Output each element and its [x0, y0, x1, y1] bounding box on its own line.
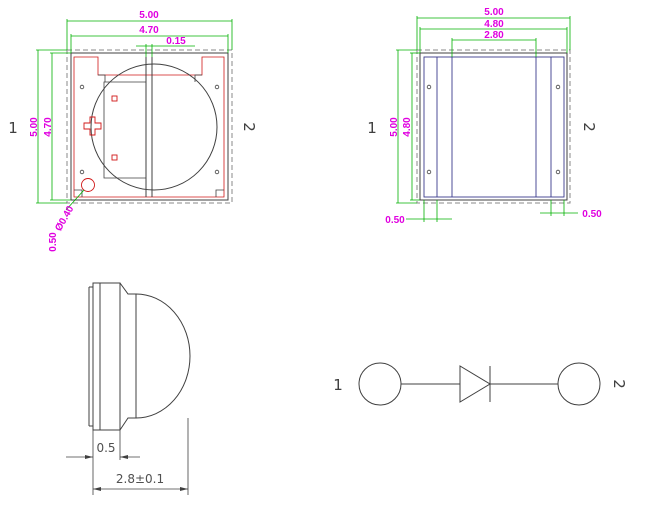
top-view-hole-dim-label: Ø0.40 — [53, 204, 76, 233]
top-view-height-outer-label: 5.00 — [29, 117, 40, 137]
top-view-height-inner-label: 4.70 — [43, 117, 54, 137]
bottom-view: 5.00 4.80 2.80 5.00 4.80 0.50 0.50 1 2 — [367, 7, 602, 226]
bottom-view-pin-2: 2 — [580, 122, 598, 132]
top-view-diameter-circle — [81, 178, 95, 192]
top-view-notches — [74, 74, 224, 197]
top-view-left-pad — [103, 81, 147, 179]
side-view-dimension-lines — [66, 418, 189, 495]
bottom-view-pad-left-label: 0.50 — [385, 215, 405, 226]
top-view-lens-circle — [90, 63, 218, 191]
schematic-terminal-2 — [557, 362, 601, 406]
bottom-view-dimension-lines — [396, 16, 578, 222]
top-view-polarity-mark — [83, 116, 102, 136]
top-view-square-2 — [111, 154, 118, 161]
schematic-pin-2: 2 — [610, 379, 628, 389]
bottom-view-hole-1 — [426, 84, 432, 90]
top-view-width-outer-label: 5.00 — [139, 10, 159, 21]
top-view-body — [70, 52, 229, 201]
side-view — [88, 282, 191, 431]
top-view-diameter-leader — [65, 189, 85, 211]
side-view-arrow-2 — [120, 455, 128, 459]
side-view-arrow-4 — [180, 487, 188, 491]
bottom-view-pad-right-label: 0.50 — [582, 209, 602, 220]
bottom-view-height-outer-label: 5.00 — [389, 117, 400, 137]
side-view-total-height-label: 2.8±0.1 — [116, 472, 164, 486]
side-view-arrow-3 — [93, 487, 101, 491]
top-view-pin-1: 1 — [8, 119, 18, 137]
side-view-arrow-1 — [85, 455, 93, 459]
top-view-hole-4 — [214, 169, 220, 175]
diode-triangle — [459, 365, 491, 403]
top-view-hole-3 — [214, 84, 220, 90]
bottom-view-width-mid-label: 4.80 — [484, 19, 504, 30]
top-view-corner-dim-label: 0.50 — [48, 232, 59, 252]
bottom-view-width-inner-label: 2.80 — [484, 30, 504, 41]
bottom-view-pin-1: 1 — [367, 119, 377, 137]
top-view-dashed-outline — [66, 49, 233, 204]
side-view-base-thickness-label: 0.5 — [96, 441, 115, 455]
schematic-terminal-1 — [358, 362, 402, 406]
top-view-square-1 — [111, 95, 118, 102]
top-view-width-inner-label: 4.70 — [139, 25, 159, 36]
bottom-view-hole-4 — [555, 169, 561, 175]
diode-schematic — [358, 362, 601, 406]
bottom-view-hole-3 — [555, 84, 561, 90]
side-view-base — [92, 282, 121, 431]
top-view: 5.00 4.70 0.15 5.00 4.70 0.50 Ø0.40 1 2 — [8, 10, 258, 252]
bottom-view-dashed-outline — [416, 49, 571, 204]
bottom-view-width-outer-label: 5.00 — [484, 7, 504, 18]
top-view-dimension-lines — [36, 19, 233, 204]
top-view-gap-label: 0.15 — [166, 36, 186, 47]
side-view-lens — [119, 282, 191, 431]
top-view-hole-1 — [79, 84, 85, 90]
schematic-pin-1: 1 — [333, 376, 343, 394]
bottom-view-hole-2 — [426, 169, 432, 175]
top-view-hole-2 — [79, 169, 85, 175]
bottom-view-inner — [423, 56, 565, 198]
top-view-pin-2: 2 — [240, 122, 258, 132]
top-view-pad-outline — [73, 56, 225, 198]
bottom-view-height-inner-label: 4.80 — [402, 117, 413, 137]
bottom-view-body — [419, 52, 568, 201]
